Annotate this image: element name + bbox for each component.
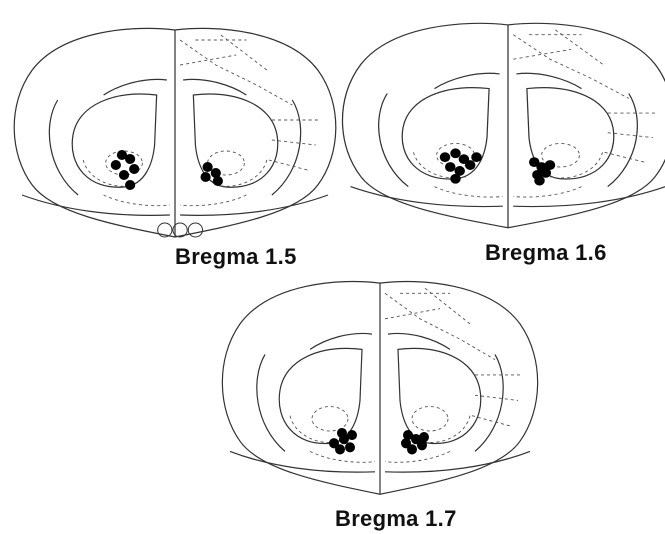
brain-section-b — [342, 23, 665, 227]
bregma-label-c: Bregma 1.7 — [335, 506, 457, 532]
injection-sites-b — [440, 148, 556, 185]
injection-sites-a — [111, 150, 223, 190]
bregma-label-b: Bregma 1.6 — [485, 240, 607, 266]
brain-section-c — [222, 281, 537, 494]
injection-sites-c — [329, 428, 429, 455]
bregma-label-a: Bregma 1.5 — [175, 244, 297, 270]
brain-section-a — [14, 28, 336, 237]
